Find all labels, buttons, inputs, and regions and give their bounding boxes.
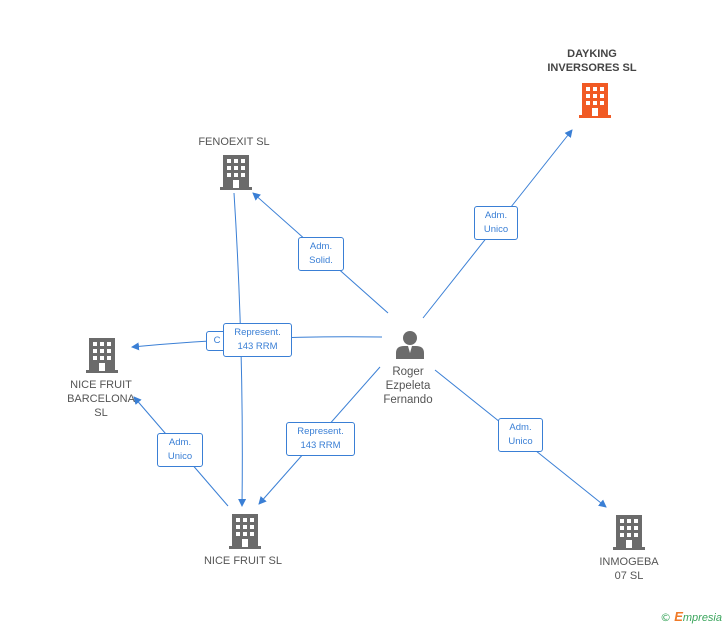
building-icon (86, 338, 118, 373)
person-icon[interactable] (395, 329, 425, 359)
relation-label-fenoexit: Adm. Solid. (298, 237, 344, 271)
relation-label-hidden: C (206, 331, 228, 351)
brand-initial: E (674, 609, 683, 624)
relation-label-dayking: Adm. Unico (474, 206, 518, 240)
relation-label-nice-fruit: Represent. 143 RRM (286, 422, 355, 456)
company-node-nice-fruit[interactable]: NICE FRUIT SL (193, 554, 293, 568)
building-icon (220, 155, 252, 190)
relation-label-nice-fruit-barcelona-represent: Represent. 143 RRM (223, 323, 292, 357)
company-node-nice-fruit-barcelona[interactable]: NICE FRUIT BARCELONA SL (56, 378, 146, 420)
copyright-symbol: © (660, 611, 672, 624)
building-icon (613, 515, 645, 550)
company-node-dayking[interactable]: DAYKING INVERSORES SL (530, 47, 654, 75)
company-node-inmogeba[interactable]: INMOGEBA 07 SL (587, 555, 671, 583)
company-label: NICE FRUIT SL (203, 555, 283, 567)
company-label: FENOEXIT SL (198, 136, 270, 148)
company-label: NICE FRUIT BARCELONA SL (67, 379, 135, 419)
building-icon-highlight (579, 83, 611, 118)
company-label: DAYKING INVERSORES SL (547, 48, 637, 74)
company-node-fenoexit[interactable]: FENOEXIT SL (184, 135, 284, 149)
relation-label-inmogeba: Adm. Unico (498, 418, 543, 452)
person-name[interactable]: Roger Ezpeleta Fernando (383, 366, 433, 406)
empresia-logo[interactable]: © Empresia (660, 609, 722, 624)
relation-label-nice-fruit-barcelona-unico: Adm. Unico (157, 433, 203, 467)
building-icon (229, 514, 261, 549)
company-label: INMOGEBA 07 SL (599, 556, 659, 582)
brand-name: mpresia (682, 612, 722, 624)
